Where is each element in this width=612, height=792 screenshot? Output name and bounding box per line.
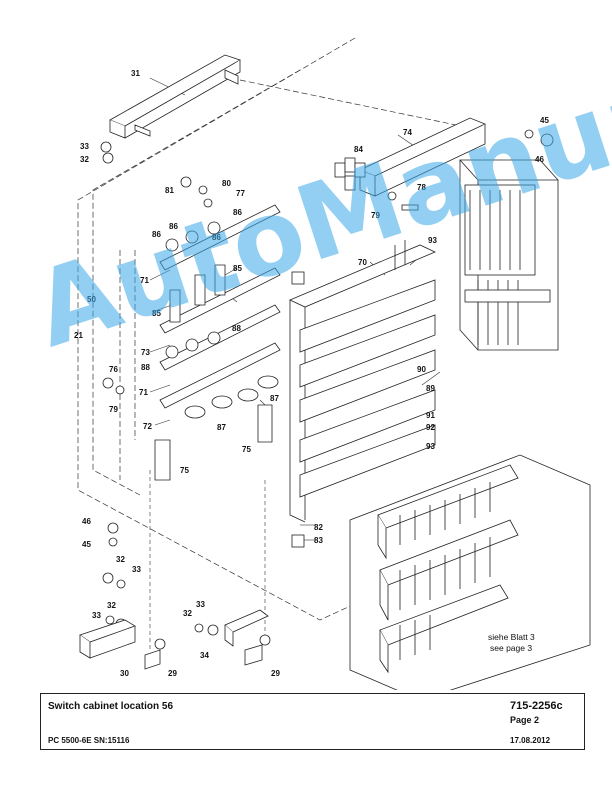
connector-84 [334,157,366,191]
callout-90: 90 [417,365,426,374]
callout-32: 32 [80,155,89,164]
callout-34: 34 [200,651,209,660]
callout-78: 78 [417,183,426,192]
callout-32: 32 [183,609,192,618]
see-page-note-de: siehe Blatt 3 [488,632,535,642]
callout-85: 85 [152,309,161,318]
callout-86: 86 [212,233,221,242]
callout-76: 76 [109,365,118,374]
callout-72: 72 [143,422,152,431]
callout-70: 70 [358,258,367,267]
callout-50: 50 [87,295,96,304]
callout-33: 33 [196,600,205,609]
callout-29: 29 [168,669,177,678]
callout-79: 79 [371,211,380,220]
callout-84: 84 [354,145,363,154]
cable-clamps [165,221,279,419]
callout-73: 73 [141,348,150,357]
callout-87: 87 [270,394,279,403]
callout-79: 79 [109,405,118,414]
callout-93: 93 [428,236,437,245]
callout-87: 87 [217,423,226,432]
callout-86: 86 [152,230,161,239]
callout-33: 33 [92,611,101,620]
callout-75: 75 [180,466,189,475]
callout-77: 77 [236,189,245,198]
callout-46: 46 [535,155,544,164]
callout-33: 33 [80,142,89,151]
callout-46: 46 [82,517,91,526]
callout-21: 21 [74,331,83,340]
callout-89: 89 [426,384,435,393]
callout-33: 33 [132,565,141,574]
callout-92: 92 [426,423,435,432]
callout-75: 75 [242,445,251,454]
callout-83: 83 [314,536,323,545]
callout-71: 71 [140,276,149,285]
title-block: Switch cabinet location 56 715-2256c Pag… [40,693,585,750]
drawing-title: Switch cabinet location 56 [48,701,174,712]
machine-serial: PC 5500-6E SN:15116 [48,736,130,745]
callout-45: 45 [82,540,91,549]
callout-88: 88 [232,324,241,333]
callout-86: 86 [233,208,242,217]
callout-29: 29 [271,669,280,678]
callout-31: 31 [131,69,140,78]
callout-labels: 31 33 32 74 45 46 84 81 80 77 78 79 86 8… [74,69,549,678]
callout-32: 32 [116,555,125,564]
callout-45: 45 [540,116,549,125]
callout-86: 86 [169,222,178,231]
document-number: 715-2256c [510,700,563,712]
terminal-block-detail [349,454,591,690]
switch-cabinet [459,159,559,351]
callout-30: 30 [120,669,129,678]
callout-81: 81 [165,186,174,195]
callout-88: 88 [141,363,150,372]
callout-32: 32 [107,601,116,610]
rail-assembly [289,240,436,548]
exploded-parts-diagram: 31 33 32 74 45 46 84 81 80 77 78 79 86 8… [74,37,591,690]
bracket-74 [358,117,487,197]
page-number: Page 2 [510,715,540,725]
callout-82: 82 [314,523,323,532]
callout-91: 91 [426,411,435,420]
callout-85: 85 [233,264,242,273]
see-page-note-en: see page 3 [490,643,532,653]
callout-71: 71 [139,388,148,397]
mounting-bracket-31 [109,54,241,139]
callout-80: 80 [222,179,231,188]
mounting-feet [79,609,271,670]
callout-74: 74 [403,128,412,137]
callout-93: 93 [426,442,435,451]
revision-date: 17.08.2012 [510,736,551,745]
